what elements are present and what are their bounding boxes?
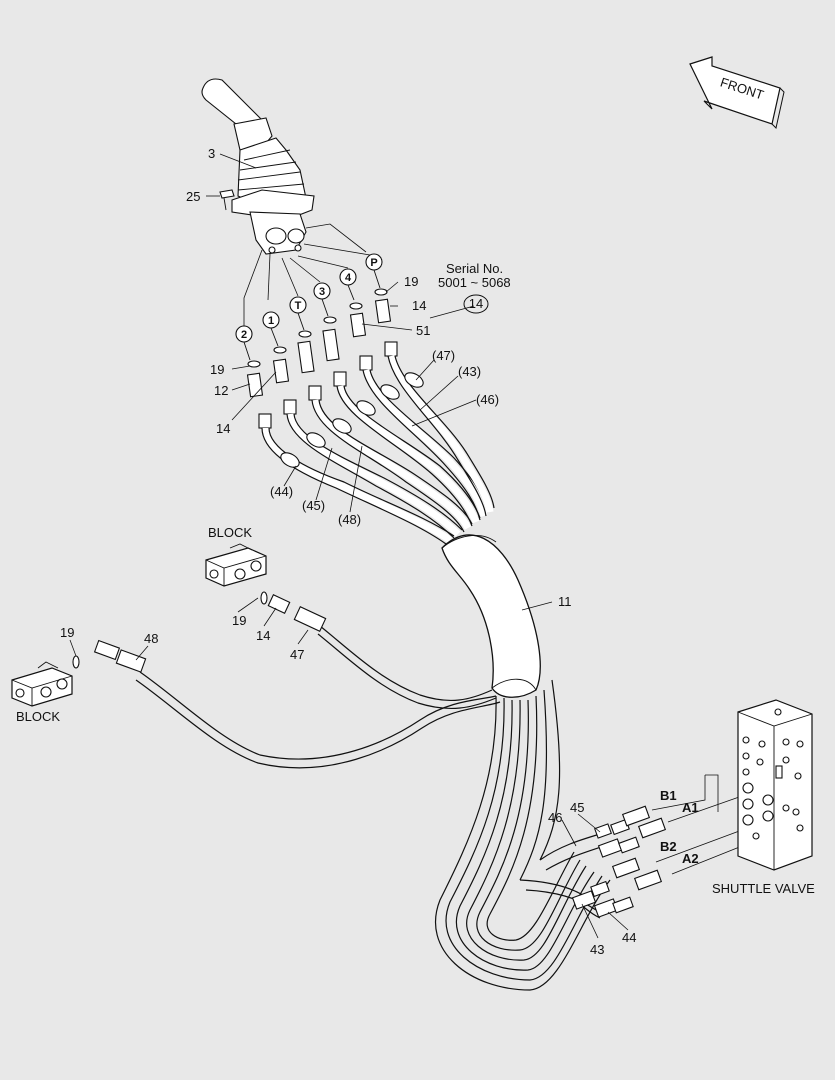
callout-46-paren: (46): [476, 392, 499, 407]
callout-19-lower: 19: [60, 625, 74, 640]
port-circle-1: 1: [262, 311, 280, 329]
callout-14-left: 14: [216, 421, 230, 436]
callout-11: 11: [558, 594, 572, 609]
callout-45-paren: (45): [302, 498, 325, 513]
callout-14-top: 14: [412, 298, 426, 313]
callout-48: 48: [144, 631, 158, 646]
callout-47: 47: [290, 647, 304, 662]
callout-19-block: 19: [232, 613, 246, 628]
callout-12: 12: [214, 383, 228, 398]
port-circle-t: T: [289, 296, 307, 314]
port-circle-1-label: 1: [268, 315, 274, 327]
callout-43-paren: (43): [458, 364, 481, 379]
callout-45: 45: [570, 800, 584, 815]
upper-block: [205, 543, 267, 587]
callout-25: 25: [186, 189, 200, 204]
lower-block: [11, 661, 73, 707]
fittings: [243, 269, 398, 429]
port-b2: B2: [660, 839, 677, 854]
callout-44: 44: [622, 930, 636, 945]
port-circle-t-label: T: [295, 300, 302, 312]
lower-hose-bundle: [434, 679, 743, 991]
serial-line1: Serial No.: [446, 261, 503, 276]
callout-48-paren: (48): [338, 512, 361, 527]
callout-44-paren: (44): [270, 484, 293, 499]
shuttle-valve-label: SHUTTLE VALVE: [712, 881, 815, 896]
protective-sleeve: [441, 534, 541, 698]
block-label-upper: BLOCK: [208, 525, 252, 540]
port-circle-p: P: [365, 253, 383, 271]
port-a1: A1: [682, 800, 699, 815]
front-arrow: FRONT: [689, 56, 785, 129]
serial-line2: 5001 ~ 5068: [438, 275, 511, 290]
block-label-lower: BLOCK: [16, 709, 60, 724]
port-circle-3: 3: [313, 282, 331, 300]
port-circle-p-label: P: [370, 257, 377, 269]
callout-19-left: 19: [210, 362, 224, 377]
port-circle-4: 4: [339, 268, 357, 286]
callout-14-block: 14: [256, 628, 270, 643]
joystick-lever: [201, 78, 315, 255]
serial-part-callout: 14: [463, 294, 489, 314]
upper-hose-bundle: [261, 355, 495, 545]
callout-43: 43: [590, 942, 604, 957]
hose-to-lower-block: [72, 639, 501, 769]
port-a2: A2: [682, 851, 699, 866]
serial-part-label: 14: [469, 296, 483, 311]
callout-leaders: [69, 153, 629, 939]
callout-47-paren: (47): [432, 348, 455, 363]
hose-to-upper-block: [260, 591, 497, 710]
port-circle-3-label: 3: [319, 286, 325, 298]
port-circle-4-label: 4: [345, 272, 352, 284]
callout-3: 3: [208, 146, 215, 161]
callout-46: 46: [548, 810, 562, 825]
port-lines: [243, 223, 377, 326]
port-b1: B1: [660, 788, 677, 803]
port-circle-2-label: 2: [241, 329, 247, 341]
shuttle-valve: [737, 699, 813, 871]
port-circle-2: 2: [235, 325, 253, 343]
bolt: [219, 189, 235, 211]
callout-51: 51: [416, 323, 430, 338]
callout-19-top: 19: [404, 274, 418, 289]
